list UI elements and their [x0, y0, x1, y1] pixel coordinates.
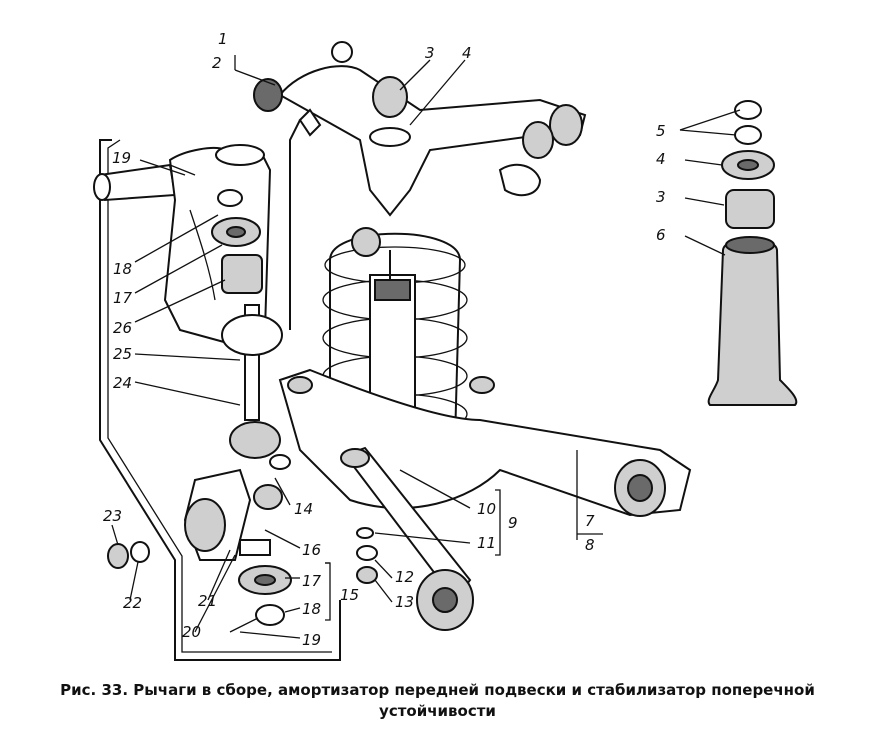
callout-11: 11	[477, 534, 496, 552]
callout-20: 20	[182, 623, 201, 641]
stabilizer-clamp	[183, 468, 283, 561]
callout-2: 2	[212, 54, 222, 72]
callout-18-left: 18	[113, 260, 132, 278]
callout-4-right: 4	[656, 150, 666, 168]
leader-lines	[111, 55, 741, 639]
caption-line-2: устойчивости	[379, 702, 496, 720]
callout-4-top: 4	[462, 44, 472, 62]
callout-17-bottom: 17	[302, 572, 322, 590]
stabilizer-bar-inner	[107, 139, 332, 653]
callout-14: 14	[294, 500, 313, 518]
callout-10: 10	[477, 500, 496, 518]
callout-1: 1	[218, 30, 228, 48]
small-parts-bottom	[229, 527, 378, 633]
callout-3-right: 3	[656, 188, 666, 206]
callout-23: 23	[103, 507, 122, 525]
figure-caption: Рис. 33. Рычаги в сборе, амортизатор пер…	[0, 680, 875, 722]
callout-9: 9	[508, 514, 518, 532]
callout-8: 8	[585, 536, 595, 554]
upper-control-arm	[253, 41, 587, 330]
small-parts-left	[107, 164, 263, 569]
suspension-assembly-diagram: 1 2 3 4 5 4 3 6 19 18 17 26 25 24 14 16 …	[93, 30, 798, 661]
callout-24: 24	[113, 374, 132, 392]
callout-25: 25	[113, 345, 132, 363]
callout-18-bottom: 18	[302, 600, 321, 618]
lower-control-arm	[278, 368, 692, 517]
callout-5: 5	[656, 122, 666, 140]
callout-19-top: 19	[112, 149, 131, 167]
callout-6: 6	[656, 226, 666, 244]
callout-15: 15	[340, 586, 359, 604]
callout-13: 13	[395, 593, 414, 611]
caption-line-1: Рис. 33. Рычаги в сборе, амортизатор пер…	[60, 681, 815, 699]
callout-7: 7	[585, 512, 595, 530]
callout-22: 22	[123, 594, 142, 612]
callout-17-left: 17	[113, 289, 133, 307]
stabilizer-bar	[99, 139, 341, 661]
lower-ball-joint	[221, 304, 291, 470]
callout-21: 21	[198, 592, 217, 610]
callout-19-bottom: 19	[302, 631, 321, 649]
callout-26: 26	[113, 319, 132, 337]
callout-3-top: 3	[425, 44, 435, 62]
strut-rod	[340, 446, 474, 631]
shock-absorber-parts	[707, 100, 798, 406]
callout-12: 12	[395, 568, 414, 586]
callout-16: 16	[302, 541, 321, 559]
